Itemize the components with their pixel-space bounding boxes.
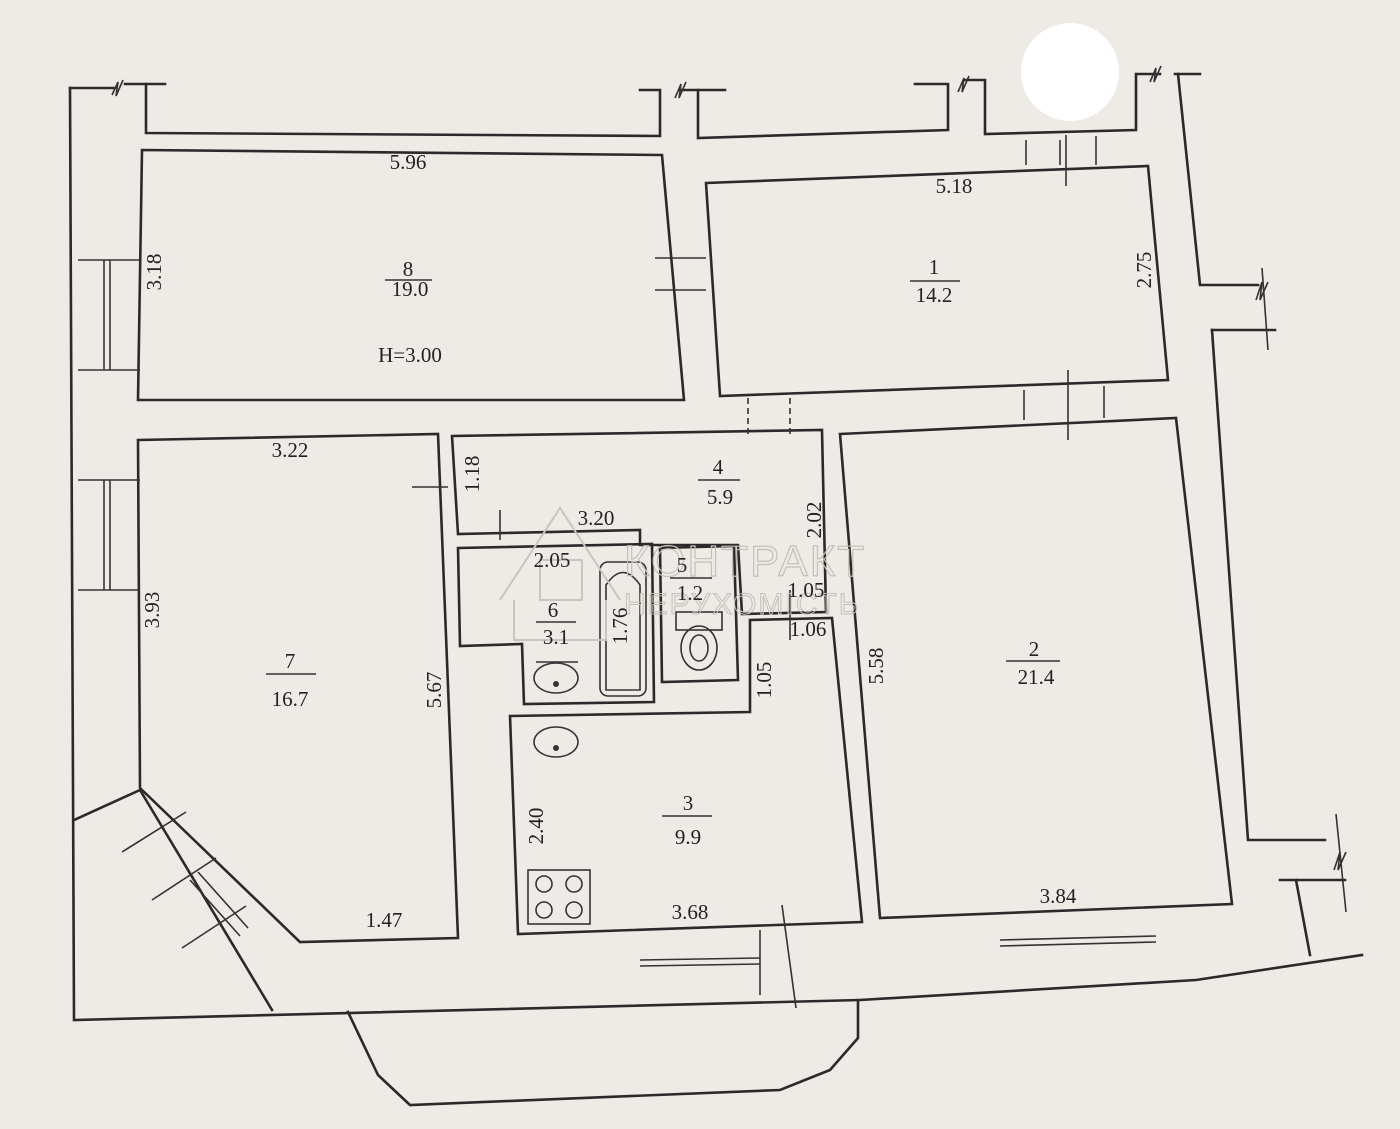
room-6-outline: [456, 542, 656, 706]
dim-room7-right: 5.67: [422, 672, 446, 709]
svg-text:9.9: 9.9: [675, 825, 701, 849]
watermark-logo: КОНТРАКТ НЕРУХОМІСТЬ: [499, 506, 866, 641]
dimension-labels: 5.96 3.18 5.18 2.75 3.22 3.93 5.67 1.47 …: [140, 150, 1156, 932]
room-2-outline: [838, 416, 1234, 920]
svg-text:6: 6: [548, 598, 559, 622]
windows: [78, 259, 1157, 967]
svg-text:5: 5: [677, 553, 688, 577]
dim-room3-top: 1.05: [752, 662, 776, 699]
room-7-outline: [136, 432, 460, 944]
room-3-outline: [508, 616, 864, 936]
svg-text:8: 8: [403, 257, 414, 281]
sink-kitchen: [533, 726, 579, 758]
ceiling-height: H=3.00: [378, 343, 442, 367]
room-label-8: 8 19.0: [385, 257, 432, 301]
room-label-2: 2 21.4: [1006, 637, 1060, 689]
svg-text:7: 7: [285, 649, 296, 673]
room-8-outline: [136, 148, 686, 402]
dim-bath-length: 1.76: [608, 608, 632, 645]
room-5-outline: [658, 544, 740, 684]
outer-walls: [68, 72, 1364, 1107]
svg-text:1.2: 1.2: [677, 581, 703, 605]
dim-room3-width: 3.68: [672, 900, 709, 924]
svg-text:14.2: 14.2: [916, 283, 953, 307]
toilet: [675, 611, 723, 671]
svg-text:1: 1: [929, 255, 940, 279]
room-1-outline: [704, 164, 1170, 398]
dim-room1-depth: 2.75: [1132, 252, 1156, 289]
doorways: [412, 135, 1105, 1009]
room-label-6: 6 3.1: [536, 598, 576, 649]
room-label-3: 3 9.9: [662, 791, 712, 849]
svg-text:3: 3: [683, 791, 694, 815]
room-label-4: 4 5.9: [698, 455, 740, 509]
dim-room6-width: 2.05: [534, 548, 571, 572]
svg-text:3.1: 3.1: [543, 625, 569, 649]
room-label-7: 7 16.7: [266, 649, 316, 711]
dim-room2-depth: 5.58: [864, 648, 888, 685]
white-sticker: [1021, 23, 1119, 121]
svg-text:5.9: 5.9: [707, 485, 733, 509]
room-label-5: 5 1.2: [670, 553, 712, 605]
dim-room1-width: 5.18: [936, 174, 973, 198]
dim-room4-width: 3.20: [578, 506, 615, 530]
dim-room7-width: 3.22: [272, 438, 309, 462]
dim-room8-width: 5.96: [390, 150, 427, 174]
dim-room7-left: 3.93: [140, 592, 164, 629]
stove: [527, 869, 591, 925]
dim-room4-right: 2.02: [802, 502, 826, 539]
dim-room7-bottom: 1.47: [366, 908, 403, 932]
dim-room5-width: 1.05: [788, 578, 825, 602]
room-label-1: 1 14.2: [910, 255, 960, 307]
dim-room3-depth: 2.40: [524, 808, 548, 845]
svg-text:2: 2: [1029, 637, 1040, 661]
room-4-outline: [450, 428, 828, 616]
svg-text:19.0: 19.0: [392, 277, 429, 301]
dim-room8-depth: 3.18: [142, 254, 166, 291]
svg-text:16.7: 16.7: [272, 687, 309, 711]
watermark-line1: КОНТРАКТ: [624, 537, 866, 586]
dim-room2-width: 3.84: [1040, 884, 1077, 908]
sink-bathroom: [533, 661, 579, 694]
wall-break-marks: [111, 65, 1347, 913]
watermark-line2: НЕРУХОМІСТЬ: [624, 588, 860, 621]
svg-text:21.4: 21.4: [1018, 665, 1055, 689]
dim-room5-depth: 1.06: [790, 617, 827, 641]
svg-text:4: 4: [713, 455, 724, 479]
dim-room4-depth: 1.18: [460, 456, 484, 493]
bathtub: [599, 561, 647, 697]
